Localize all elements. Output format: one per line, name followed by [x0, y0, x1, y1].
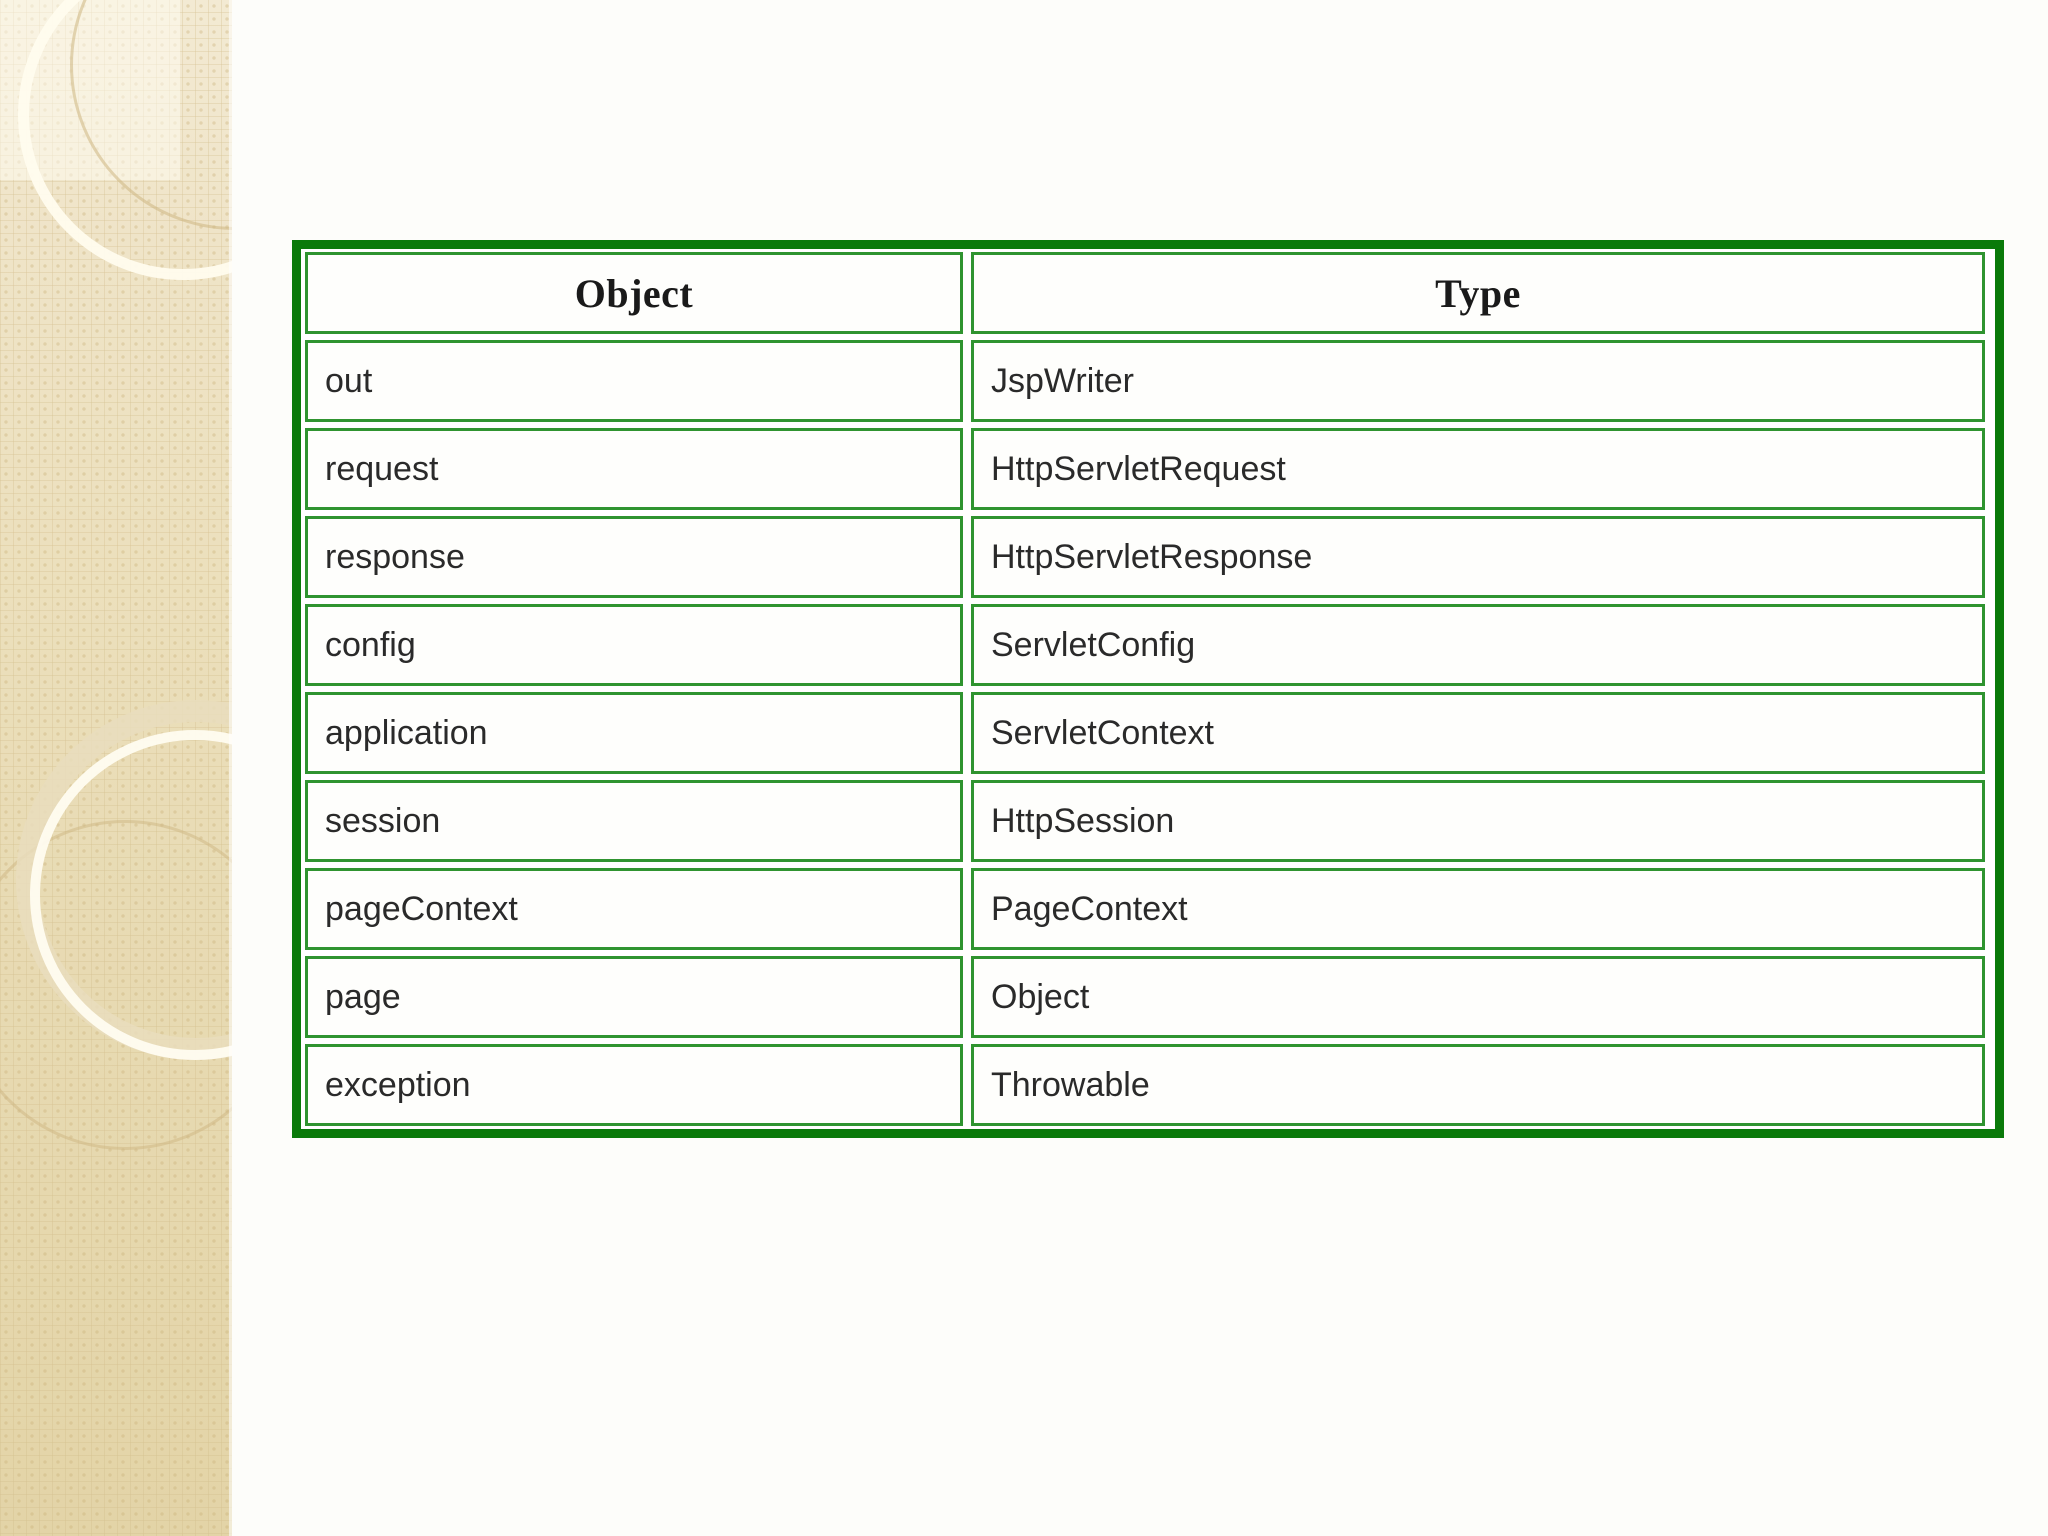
cell-type-label: ServletContext — [991, 713, 1214, 752]
cell-object: exception — [305, 1044, 963, 1126]
cell-type: PageContext — [971, 868, 1985, 950]
table-row: session HttpSession — [301, 777, 1995, 865]
cell-type-label: ServletConfig — [991, 625, 1196, 664]
column-header-type-label: Type — [1435, 270, 1521, 316]
table-row: config ServletConfig — [301, 601, 1995, 689]
cell-object: application — [305, 692, 963, 774]
decorative-sidebar-band — [0, 0, 232, 1536]
cell-type: JspWriter — [971, 340, 1985, 422]
column-header-type: Type — [971, 252, 1985, 334]
cell-type: HttpServletResponse — [971, 516, 1985, 598]
cell-object-label: application — [325, 713, 488, 752]
table-bottom-border — [292, 1129, 2004, 1138]
cell-object: session — [305, 780, 963, 862]
cell-type-label: Object — [991, 977, 1090, 1016]
cell-object-label: request — [325, 449, 439, 488]
column-header-object: Object — [305, 252, 963, 334]
table-row: page Object — [301, 953, 1995, 1041]
cell-object: request — [305, 428, 963, 510]
table-row: request HttpServletRequest — [301, 425, 1995, 513]
cell-object: pageContext — [305, 868, 963, 950]
table-header: Object Type — [301, 249, 1995, 337]
cell-type: ServletConfig — [971, 604, 1985, 686]
cell-object-label: session — [325, 801, 441, 840]
cell-object-label: out — [325, 361, 373, 400]
column-header-object-label: Object — [574, 270, 694, 316]
cell-object: out — [305, 340, 963, 422]
table-row: exception Throwable — [301, 1041, 1995, 1129]
cell-type: ServletContext — [971, 692, 1985, 774]
cell-object-label: response — [325, 537, 465, 576]
cell-object-label: page — [325, 977, 401, 1016]
cell-object: page — [305, 956, 963, 1038]
header-row: Object Type — [301, 249, 1995, 337]
table-row: out JspWriter — [301, 337, 1995, 425]
table-body: out JspWriter request HttpServletRequest res… — [301, 337, 1995, 1129]
table-top-border — [292, 240, 2004, 249]
cell-type-label: HttpSession — [991, 801, 1175, 840]
cell-object: response — [305, 516, 963, 598]
cell-type-label: JspWriter — [991, 361, 1134, 400]
cell-object-label: config — [325, 625, 416, 664]
cell-object-label: pageContext — [325, 889, 518, 928]
cell-type-label: Throwable — [991, 1065, 1150, 1104]
cell-type-label: PageContext — [991, 889, 1188, 928]
table-row: pageContext PageContext — [301, 865, 1995, 953]
cell-object: config — [305, 604, 963, 686]
cell-object-label: exception — [325, 1065, 471, 1104]
cell-type: Object — [971, 956, 1985, 1038]
table-row: application ServletContext — [301, 689, 1995, 777]
cell-type: HttpServletRequest — [971, 428, 1985, 510]
cell-type: Throwable — [971, 1044, 1985, 1126]
table-row: response HttpServletResponse — [301, 513, 1995, 601]
cell-type: HttpSession — [971, 780, 1985, 862]
cell-type-label: HttpServletRequest — [991, 449, 1286, 488]
band-edge-highlight — [229, 0, 232, 1536]
cell-type-label: HttpServletResponse — [991, 537, 1313, 576]
